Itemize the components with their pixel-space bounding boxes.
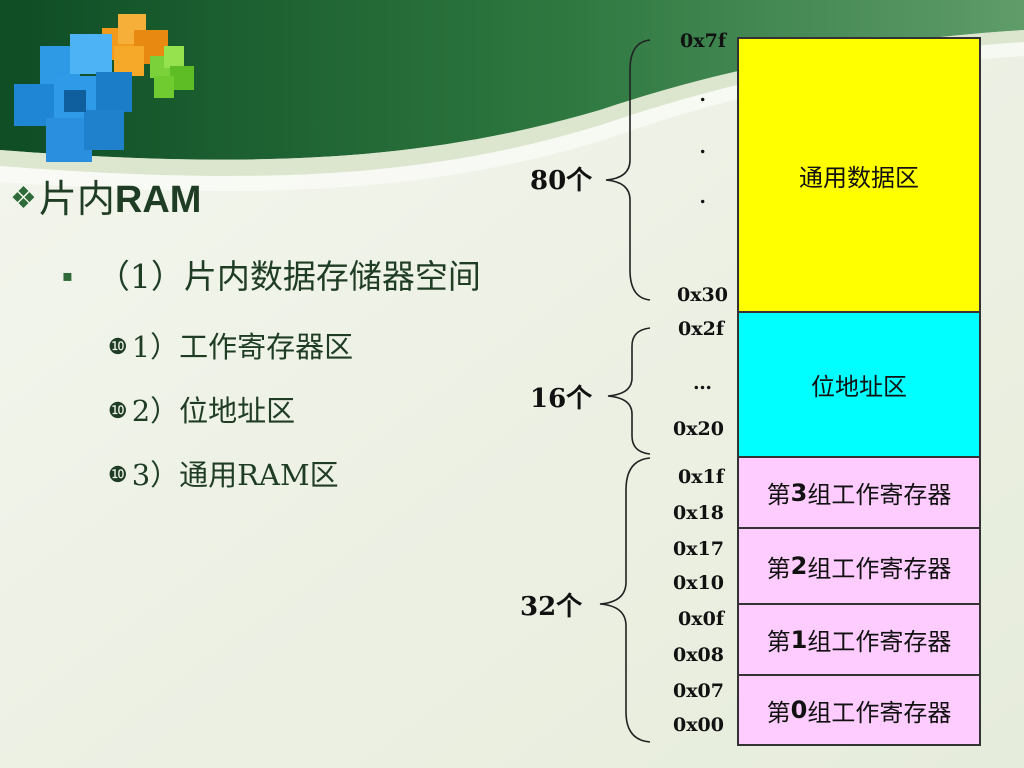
square-bullet-icon: ▪ <box>62 266 73 285</box>
address-dot: . <box>699 186 706 208</box>
green-block-icon <box>150 46 194 98</box>
address-label: 0x0f <box>678 608 724 630</box>
bit-address-area-block: 位地址区 <box>737 311 981 458</box>
block-label-num: 0 <box>790 696 808 724</box>
numbered-bullet-icon: ❿ <box>108 399 128 424</box>
address-label: 0x7f <box>680 30 726 52</box>
block-label-pre: 第 <box>766 628 791 656</box>
address-label: 0x2f <box>678 318 724 340</box>
address-label: 0x1f <box>678 466 724 488</box>
address-label: 0x07 <box>673 680 724 702</box>
diamond-bullet-icon: ❖ <box>10 181 37 216</box>
block-label: 位地址区 <box>811 373 907 401</box>
address-ellipsis: … <box>693 372 712 394</box>
address-label: 0x10 <box>673 572 724 594</box>
block-label-num: 3 <box>790 478 808 507</box>
block-label-post: 组工作寄存器 <box>807 628 952 656</box>
block-label-post: 组工作寄存器 <box>807 554 952 583</box>
blocks-logo-icon <box>14 14 194 162</box>
numbered-bullet-icon: ❿ <box>108 463 128 488</box>
list-item-text: 2）位地址区 <box>131 394 296 428</box>
block-label-post: 组工作寄存器 <box>807 698 952 727</box>
list-item-text: 1）工作寄存器区 <box>131 330 354 364</box>
block-label-post: 组工作寄存器 <box>807 481 952 509</box>
subtitle-text: （1）片内数据存储器空间 <box>96 257 481 296</box>
count-bit: 16个 <box>530 384 593 414</box>
address-label: 0x30 <box>677 284 728 306</box>
brace-work <box>599 457 651 743</box>
block-label-num: 1 <box>790 625 808 654</box>
slide-title: ❖片内RAM <box>10 168 201 223</box>
count-work: 32个 <box>520 592 583 622</box>
address-label: 0x17 <box>673 538 724 560</box>
address-label: 0x00 <box>673 714 724 736</box>
address-label: 0x20 <box>673 418 724 440</box>
title-text-cn: 片内 <box>38 177 115 221</box>
block-label-num: 2 <box>790 552 808 580</box>
brace-bit <box>607 327 651 455</box>
subtitle-item: ▪ （1）片内数据存储器空间 <box>62 250 481 298</box>
address-dot: . <box>699 136 706 158</box>
block-label-pre: 第 <box>766 698 791 727</box>
brace-general <box>605 39 651 301</box>
block-label-pre: 第 <box>766 554 791 583</box>
address-dot: . <box>699 84 706 106</box>
title-text-latin: RAM <box>114 179 202 221</box>
block-label: 通用数据区 <box>799 163 919 192</box>
count-general: 80个 <box>530 166 593 196</box>
block-label-pre: 第 <box>766 481 791 509</box>
blue-block-icon <box>14 34 132 162</box>
address-label: 0x18 <box>673 502 724 524</box>
address-label: 0x08 <box>673 644 724 666</box>
numbered-bullet-icon: ❿ <box>108 335 128 360</box>
general-data-area-block: 通用数据区 <box>737 37 981 313</box>
list-item-text: 3）通用RAM区 <box>131 458 339 492</box>
